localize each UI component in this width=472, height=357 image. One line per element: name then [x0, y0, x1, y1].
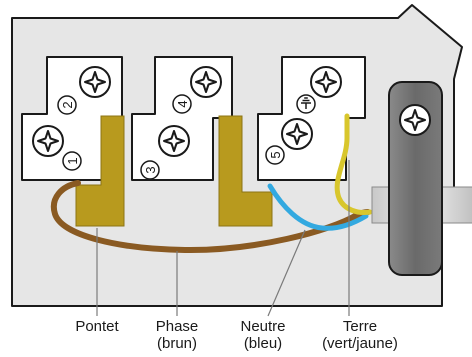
terre-sublabel: (vert/jaune) — [322, 335, 398, 352]
neutral-wire — [267, 183, 369, 231]
terminal-number-label: 2 — [60, 101, 75, 108]
neutre-leader — [267, 229, 306, 317]
screw-icon — [190, 66, 222, 98]
terminal-number-label: 5 — [268, 151, 283, 158]
bridge-conductor — [75, 115, 125, 227]
pontet-callout: Pontet — [75, 318, 118, 335]
neutre-sublabel: (bleu) — [243, 335, 283, 352]
terminal-number-4: 4 — [172, 94, 192, 114]
earth-wire — [334, 113, 373, 215]
phase-callout: Phase (brun) — [156, 318, 199, 352]
screw-icon — [32, 125, 64, 157]
cable-clamp — [371, 81, 472, 276]
terre-label: Terre — [342, 318, 378, 335]
neutre-callout: Neutre (bleu) — [240, 318, 285, 352]
terminal-number-2: 2 — [57, 95, 77, 115]
screw-icon — [79, 66, 111, 98]
terminal-number-label: 4 — [175, 100, 190, 107]
phase-wire — [50, 180, 371, 254]
neutre-label: Neutre — [240, 318, 286, 335]
screw-icon — [399, 104, 431, 136]
terminal-number-3: 3 — [140, 160, 160, 180]
screw-icon — [310, 66, 342, 98]
screw-icon — [281, 118, 313, 150]
terminal-number-5: 5 — [265, 145, 285, 165]
pontet-label: Pontet — [75, 318, 119, 335]
terminal-number-label: 3 — [143, 166, 158, 173]
screw-icon — [158, 125, 190, 157]
phase-sublabel: (brun) — [156, 335, 198, 352]
terminal-number-1: 1 — [62, 151, 82, 171]
terminal-number-label: 1 — [65, 157, 80, 164]
terre-callout: Terre (vert/jaune) — [322, 318, 398, 352]
earth-ground-icon — [296, 94, 316, 114]
phase-label: Phase — [155, 318, 199, 335]
